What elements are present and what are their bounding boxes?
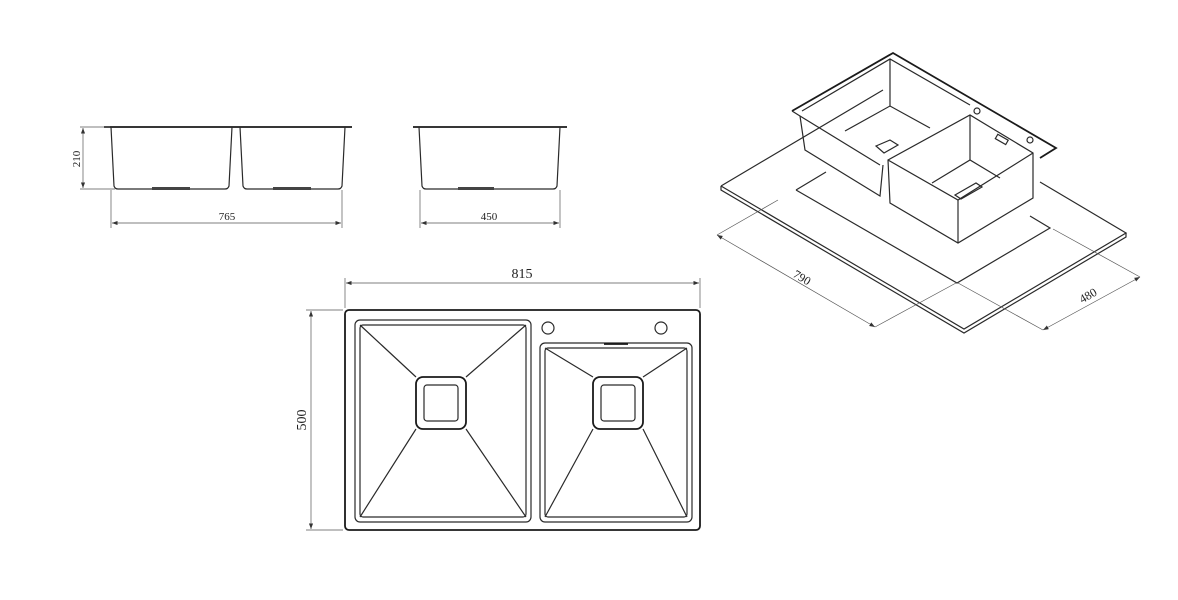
- tap-hole-icon: [654, 321, 668, 335]
- side-width-dimension-label: 450: [481, 211, 498, 223]
- plan-depth-dimension-label: 500: [295, 410, 310, 431]
- tap-hole-icon: [1026, 136, 1034, 144]
- cutout-length-dimension-label: 790: [791, 267, 814, 288]
- side-elevation: 450: [413, 126, 567, 228]
- plan-width-dimension-label: 815: [512, 267, 533, 282]
- width-dimension-label: 765: [219, 211, 236, 223]
- height-dimension-label: 210: [71, 150, 83, 167]
- front-elevation: 210 765: [71, 126, 352, 228]
- plan-view: 815 500: [295, 267, 701, 531]
- tap-hole-icon: [973, 107, 981, 115]
- isometric-view: 790 480: [716, 51, 1141, 334]
- tap-hole-icon: [541, 321, 555, 335]
- cutout-width-dimension-label: 480: [1077, 285, 1100, 306]
